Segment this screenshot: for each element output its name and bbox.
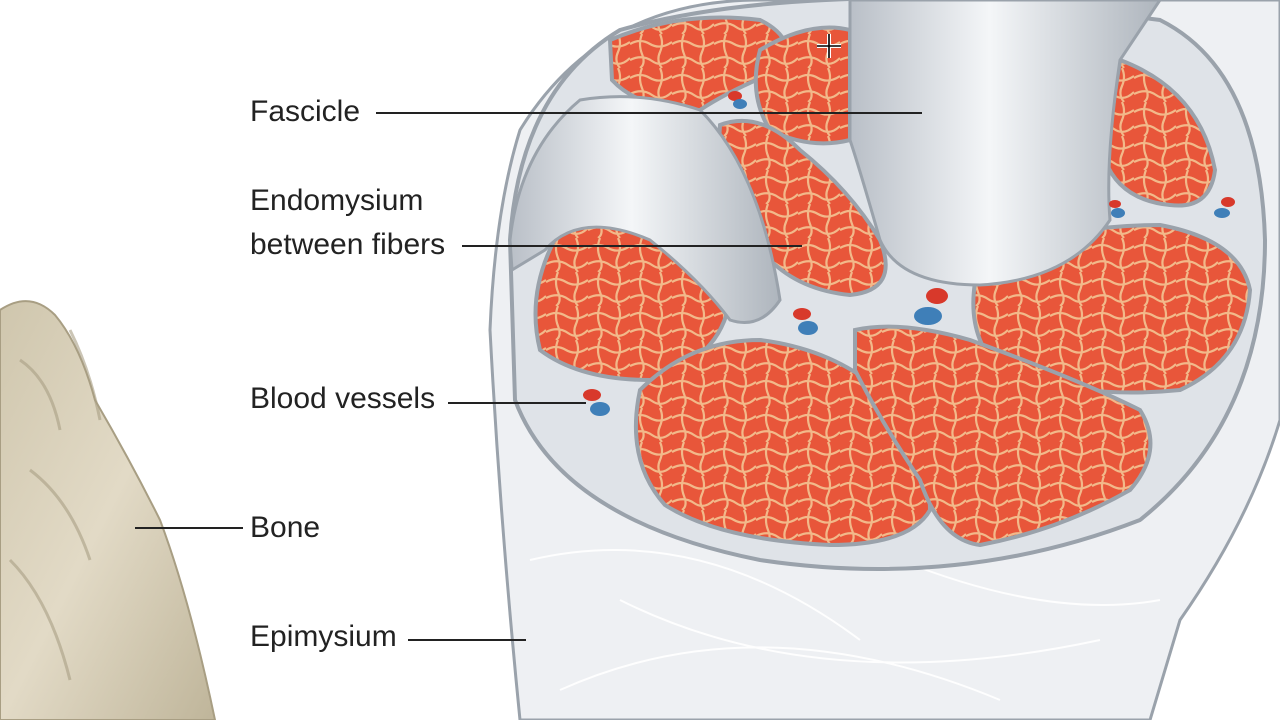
vein xyxy=(733,99,747,109)
blood-vessels xyxy=(583,91,1235,416)
vein xyxy=(1214,208,1230,218)
vein xyxy=(1111,208,1125,218)
crosshair-cursor-icon xyxy=(817,34,841,58)
artery xyxy=(583,389,601,401)
vein xyxy=(914,307,942,325)
leader-line-epimysium xyxy=(408,639,526,641)
artery xyxy=(793,308,811,320)
fascicle-bottom-left xyxy=(633,337,933,548)
label-endomysium-line2: between fibers xyxy=(250,228,446,261)
leader-line-bone xyxy=(135,527,243,529)
fascicle-top-center xyxy=(753,25,852,146)
fascicle-bottom-right xyxy=(853,324,1153,548)
label-epimysium: Epimysium xyxy=(250,620,397,653)
vein xyxy=(590,402,610,416)
artery xyxy=(728,91,742,101)
label-endomysium-line1: Endomysium xyxy=(250,184,424,217)
vein xyxy=(798,321,818,335)
leader-line-endomysium xyxy=(462,245,802,247)
artery xyxy=(926,288,948,304)
label-fascicle: Fascicle xyxy=(250,95,361,128)
label-blood-vessels: Blood vessels xyxy=(250,382,436,415)
leader-line-fascicle xyxy=(376,112,922,114)
label-bone: Bone xyxy=(250,511,321,544)
fascicles xyxy=(533,15,1253,548)
bone-shape xyxy=(0,300,217,720)
artery xyxy=(1221,197,1235,207)
fascicle-top-right xyxy=(1102,57,1218,208)
fascicle-sleeves xyxy=(508,0,1162,324)
artery xyxy=(1109,200,1121,208)
leader-line-blood-vessels xyxy=(448,402,586,404)
